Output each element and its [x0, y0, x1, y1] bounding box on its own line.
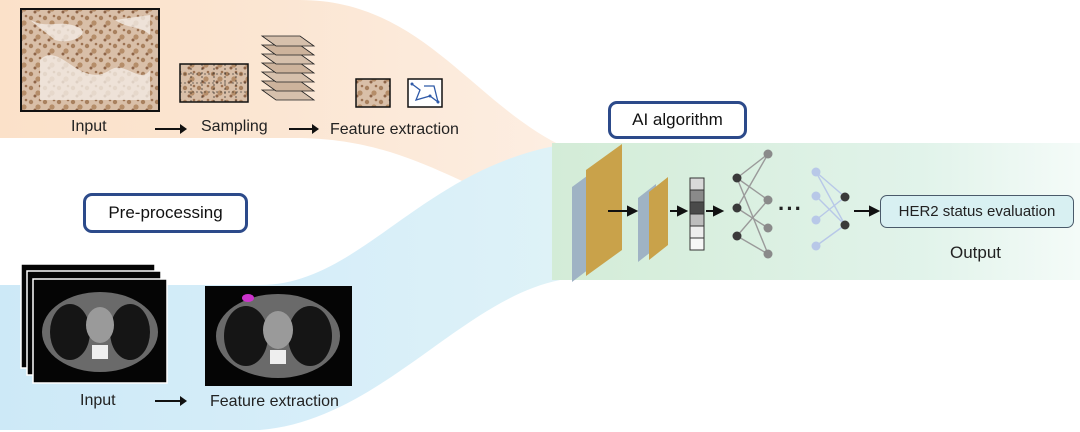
pathology-feature-tile [355, 78, 391, 108]
lesion-highlight [242, 294, 254, 302]
ct-input-label: Input [80, 392, 116, 409]
pathology-feature-label: Feature extraction [330, 121, 459, 138]
nn-ellipsis: ··· [778, 196, 803, 221]
arrow-ct-input-to-feature [155, 396, 187, 406]
sampled-tiles-stack [260, 35, 316, 101]
neural-network [732, 149, 850, 259]
pathology-input-label: Input [71, 118, 107, 135]
cnn-feature-maps-small [638, 177, 668, 262]
arrow-input-to-sampling [155, 124, 187, 134]
pathology-feature-graph [407, 78, 443, 108]
ai-algorithm-box: AI algorithm [608, 101, 747, 139]
ct-feature-image [205, 286, 352, 386]
cnn-feature-maps-large [572, 144, 622, 282]
arrow-sampling-to-feature [289, 124, 319, 134]
ct-feature-label: Feature extraction [210, 393, 339, 410]
cnn-arrows [608, 205, 725, 217]
her2-output-box: HER2 status evaluation [880, 195, 1074, 228]
sampling-grid [179, 63, 249, 103]
output-arrow [854, 205, 881, 217]
flatten-vector [689, 177, 705, 251]
output-label: Output [950, 243, 1002, 262]
ct-input-stack [20, 263, 168, 384]
sampling-label: Sampling [201, 118, 268, 135]
pathology-input-image [20, 8, 160, 112]
preprocessing-box: Pre-processing [83, 193, 248, 233]
